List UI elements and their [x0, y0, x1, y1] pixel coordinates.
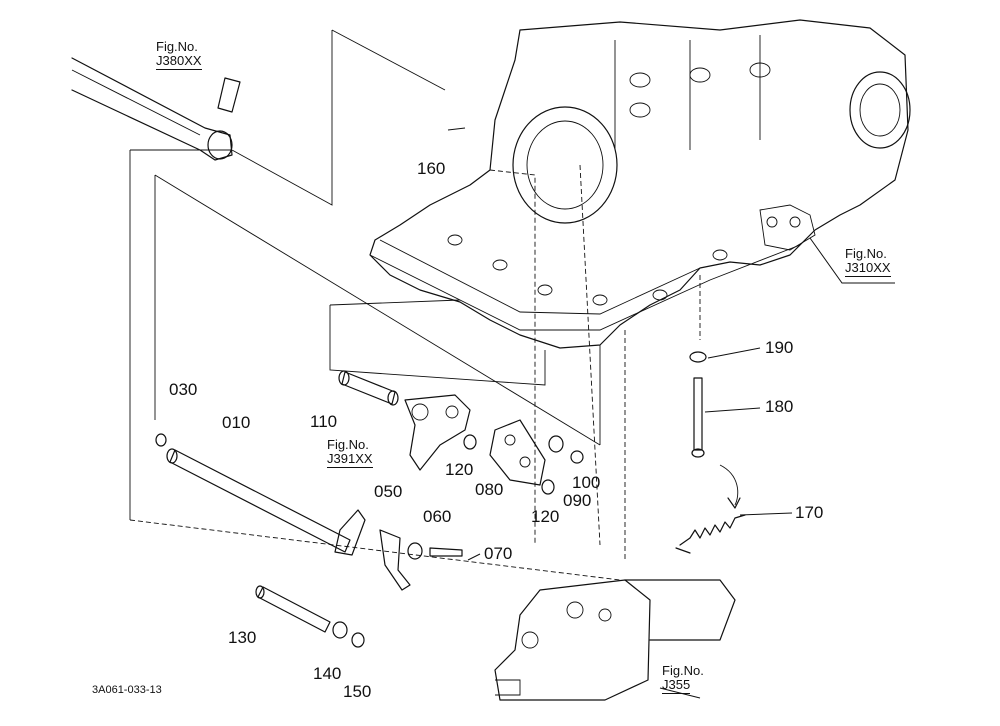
fig-ref-j380xx: Fig.No. J380XX: [156, 40, 202, 70]
washers: [155, 433, 584, 560]
control-valve: [494, 579, 736, 701]
lift-arm: [71, 57, 241, 161]
fig-ref-label: Fig.No.: [156, 39, 198, 54]
fig-ref-number: J380XX: [156, 53, 202, 70]
part-number-130: 130: [228, 628, 257, 647]
cotter-pin-070: [429, 547, 463, 557]
fig-ref-label: Fig.No.: [327, 437, 369, 452]
fig-ref-j391xx: Fig.No. J391XX: [327, 438, 373, 468]
fig-ref-label: Fig.No.: [662, 663, 704, 678]
part-number-180: 180: [765, 397, 794, 416]
part-number-120-lower: 120: [531, 507, 560, 526]
pin-110: [338, 370, 399, 406]
part-number-060: 060: [423, 507, 452, 526]
fig-ref-j310xx: Fig.No. J310XX: [845, 247, 891, 277]
fig-ref-number: J391XX: [327, 451, 373, 468]
part-number-090: 090: [563, 491, 592, 510]
part-number-100: 100: [572, 473, 601, 492]
assembly-outlines: [129, 29, 601, 520]
transmission-housing: [369, 19, 911, 349]
part-number-050: 050: [374, 482, 403, 501]
part-number-120-upper: 120: [445, 460, 474, 479]
part-number-010: 010: [222, 413, 251, 432]
part-number-150: 150: [343, 682, 372, 701]
diagram-code: 3A061-033-13: [92, 684, 162, 696]
shaft-010: [166, 448, 366, 556]
fig-ref-j355: Fig.No. J355: [662, 664, 704, 694]
spring-170: [675, 464, 746, 554]
lever-050: [379, 529, 411, 591]
plate-080: [489, 419, 546, 486]
part-number-160: 160: [417, 159, 446, 178]
center-lines: [129, 164, 701, 581]
part-number-140: 140: [313, 664, 342, 683]
bolt-180: [689, 351, 707, 458]
lever-bracket: [404, 394, 471, 471]
fig-ref-label: Fig.No.: [845, 246, 887, 261]
part-number-070: 070: [484, 544, 513, 563]
part-number-190: 190: [765, 338, 794, 357]
fig-ref-number: J310XX: [845, 260, 891, 277]
part-number-030: 030: [169, 380, 198, 399]
fig-ref-number: J355: [662, 677, 691, 694]
leader-lines: [447, 127, 895, 699]
part-number-080: 080: [475, 480, 504, 499]
rod-130: [255, 585, 365, 648]
part-number-110: 110: [310, 412, 338, 431]
part-number-170: 170: [795, 503, 824, 522]
